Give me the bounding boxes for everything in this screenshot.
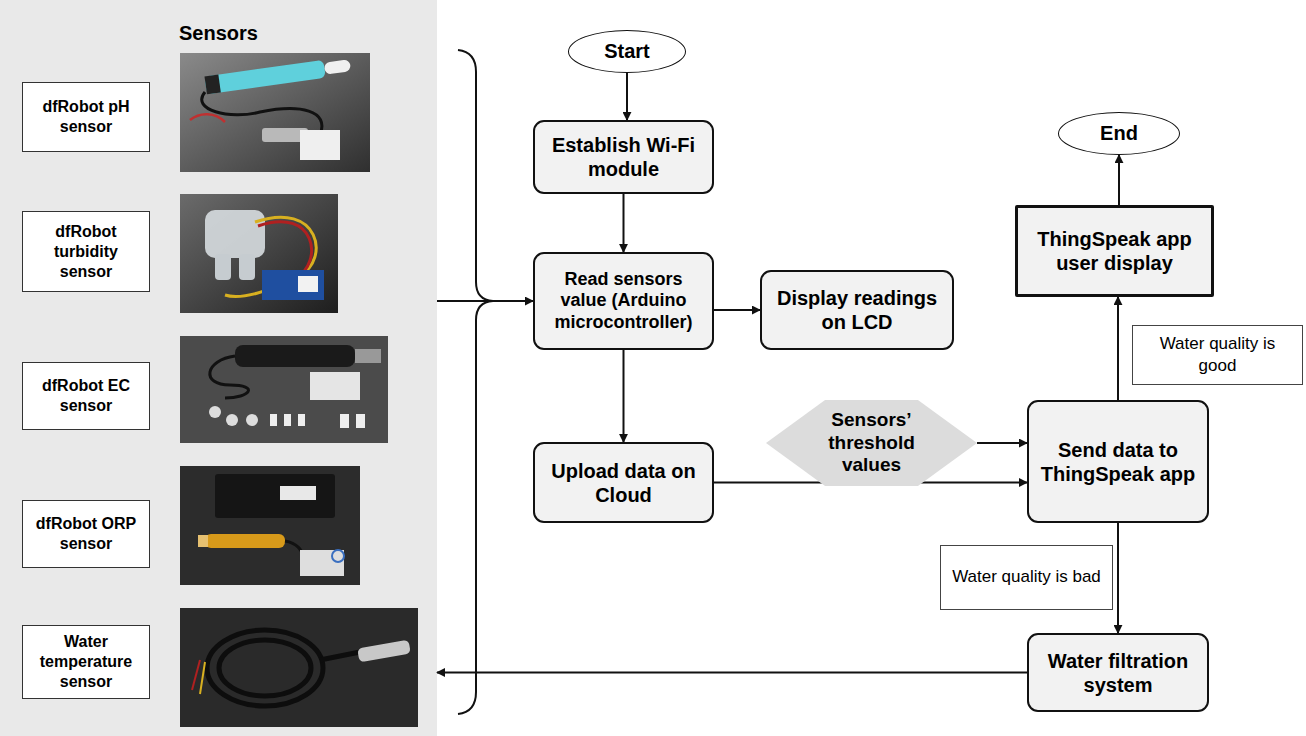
flow-arrow bbox=[1117, 523, 1119, 633]
end-terminal: End bbox=[1058, 112, 1180, 155]
node-text: Water temperature sensor bbox=[29, 632, 143, 692]
text-wrap: dfRobot EC sensor bbox=[29, 376, 143, 416]
temperature-sensor-photo bbox=[180, 608, 418, 727]
sensor-label: dfRobot ORP sensor bbox=[22, 500, 150, 568]
flow-arrow bbox=[623, 350, 625, 442]
node-text: Start bbox=[604, 40, 650, 63]
flow-arrow bbox=[1118, 155, 1120, 205]
text-wrap: ThingSpeak app user display bbox=[1026, 227, 1203, 275]
threshold-shape: Sensors’ threshold values bbox=[766, 400, 977, 486]
ec-sensor-photo bbox=[180, 336, 388, 443]
flow-arrow bbox=[977, 442, 1027, 444]
node-text: Sensors’ threshold values bbox=[800, 409, 943, 477]
text-wrap: Start bbox=[604, 40, 650, 63]
sensor-label: dfRobot turbidity sensor bbox=[22, 211, 150, 292]
node-text: Display readings on LCD bbox=[770, 286, 944, 334]
display-box: ThingSpeak app user display bbox=[1015, 205, 1214, 297]
node-text: dfRobot pH sensor bbox=[29, 97, 143, 137]
text-wrap: Water filtration system bbox=[1037, 649, 1199, 697]
turbidity-sensor-photo bbox=[180, 194, 338, 313]
condition-note: Water quality is good bbox=[1132, 325, 1303, 385]
node-text: Establish Wi-Fi module bbox=[543, 133, 704, 181]
ph-sensor-photo bbox=[180, 53, 370, 172]
flow-arrow bbox=[437, 672, 1027, 674]
flow-arrow bbox=[437, 300, 533, 302]
text-wrap: Upload data on Cloud bbox=[543, 459, 704, 507]
text-wrap: End bbox=[1100, 122, 1138, 145]
node-text: Read sensors value (Arduino microcontrol… bbox=[543, 269, 704, 334]
process-box: Establish Wi-Fi module bbox=[533, 120, 714, 194]
node-text: dfRobot turbidity sensor bbox=[29, 222, 143, 282]
text-wrap: Water quality is good bbox=[1141, 333, 1294, 377]
text-wrap: dfRobot turbidity sensor bbox=[29, 222, 143, 282]
text-wrap: Water temperature sensor bbox=[29, 632, 143, 692]
node-text: Upload data on Cloud bbox=[543, 459, 704, 507]
process-box: Water filtration system bbox=[1027, 633, 1209, 712]
text-wrap: dfRobot ORP sensor bbox=[29, 514, 143, 554]
process-box: Upload data on Cloud bbox=[533, 442, 714, 523]
text-wrap: Send data to ThingSpeak app bbox=[1037, 438, 1199, 486]
sensor-label: dfRobot EC sensor bbox=[22, 362, 150, 430]
start-terminal: Start bbox=[568, 30, 686, 73]
process-box: Send data to ThingSpeak app bbox=[1027, 400, 1209, 523]
sensor-label: Water temperature sensor bbox=[22, 625, 150, 699]
sensor-panel: Sensors dfRobot pH sensor dfRobot turbidit… bbox=[0, 0, 437, 736]
node-text: Sensors bbox=[0, 22, 437, 45]
text-wrap: Read sensors value (Arduino microcontrol… bbox=[543, 269, 704, 334]
node-text: dfRobot ORP sensor bbox=[29, 514, 143, 554]
process-box: Read sensors value (Arduino microcontrol… bbox=[533, 252, 714, 350]
node-text: dfRobot EC sensor bbox=[29, 376, 143, 416]
orp-sensor-photo bbox=[180, 466, 360, 585]
text-wrap: Establish Wi-Fi module bbox=[543, 133, 704, 181]
node-text: Water quality is good bbox=[1141, 333, 1294, 377]
node-text: ThingSpeak app user display bbox=[1026, 227, 1203, 275]
node-text: Water filtration system bbox=[1037, 649, 1199, 697]
node-text: Send data to ThingSpeak app bbox=[1037, 438, 1199, 486]
node-text: End bbox=[1100, 122, 1138, 145]
text-wrap: Sensors’ threshold values bbox=[800, 409, 943, 477]
text-wrap: Sensors bbox=[0, 22, 437, 45]
flow-arrow bbox=[714, 309, 760, 311]
sensor-label: dfRobot pH sensor bbox=[22, 82, 150, 152]
bracket bbox=[458, 50, 493, 714]
text-wrap: Display readings on LCD bbox=[770, 286, 944, 334]
flow-arrow bbox=[1117, 297, 1119, 400]
flow-arrow bbox=[623, 194, 625, 252]
text-wrap: dfRobot pH sensor bbox=[29, 97, 143, 137]
process-box: Display readings on LCD bbox=[760, 270, 954, 350]
sensor-panel-ground bbox=[0, 0, 437, 736]
text-wrap: Water quality is bad bbox=[952, 566, 1101, 588]
node-text: Water quality is bad bbox=[952, 566, 1101, 588]
flow-arrow bbox=[626, 73, 628, 120]
condition-note: Water quality is bad bbox=[940, 545, 1113, 610]
